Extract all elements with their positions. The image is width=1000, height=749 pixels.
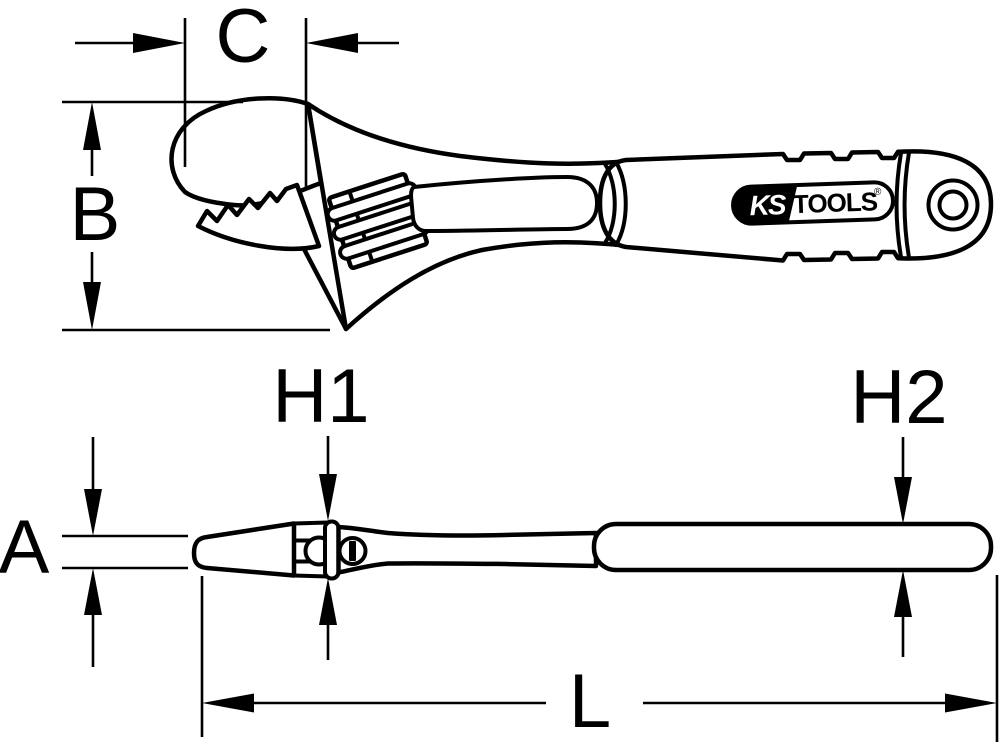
h1-arrow-down [319, 474, 337, 521]
edge-jaw-wedge [191, 521, 297, 578]
dim-label-l: L [569, 659, 611, 744]
l-arrow-right [945, 693, 997, 713]
grip-endcap-arc [894, 151, 903, 259]
grip-collar-arc [614, 160, 628, 247]
edge-worm-slot [349, 541, 356, 561]
b-arrow-up [83, 102, 101, 150]
l-arrow-left [202, 693, 254, 713]
dimension-l: L [200, 575, 999, 744]
grip-collar-arc [603, 162, 617, 245]
head-lower-edge [301, 246, 349, 332]
dim-label-a: A [0, 505, 50, 590]
h1-arrow-up [319, 578, 337, 625]
dimension-h1: H1 [272, 354, 370, 660]
logo-registered-mark: ® [874, 187, 882, 198]
edge-head-bottom [292, 573, 330, 579]
edge-grip [591, 521, 994, 573]
grip-endcap-arc [902, 150, 911, 260]
c-arrow-right [306, 33, 358, 53]
a-arrow-down [84, 489, 102, 536]
c-arrow-left [133, 33, 185, 53]
dimension-a: A [0, 437, 188, 667]
brand-logo: KS TOOLS ® [731, 180, 895, 226]
b-arrow-down [83, 282, 101, 330]
bottom-view-wrench [191, 519, 994, 581]
dimension-b: B [62, 100, 330, 332]
logo-tools-text: TOOLS [792, 186, 878, 219]
h2-arrow-down [894, 477, 912, 524]
top-view-wrench: KS TOOLS ® [169, 96, 994, 332]
movable-jaw [195, 182, 322, 252]
handle-insert-window [409, 175, 599, 233]
a-arrow-up [84, 568, 102, 615]
dimension-h2: H2 [850, 355, 948, 657]
edge-shank [336, 524, 599, 575]
dim-label-b: B [70, 172, 121, 257]
edge-head-top [292, 520, 330, 526]
dim-label-h1: H1 [272, 354, 369, 439]
hang-hole-inner [937, 189, 969, 221]
h2-arrow-up [894, 570, 912, 617]
logo-ks-text: KS [749, 189, 787, 221]
dim-label-c: C [216, 0, 271, 79]
dim-label-h2: H2 [850, 355, 947, 440]
dimension-c: C [75, 0, 399, 190]
logo-black-field [733, 185, 798, 224]
